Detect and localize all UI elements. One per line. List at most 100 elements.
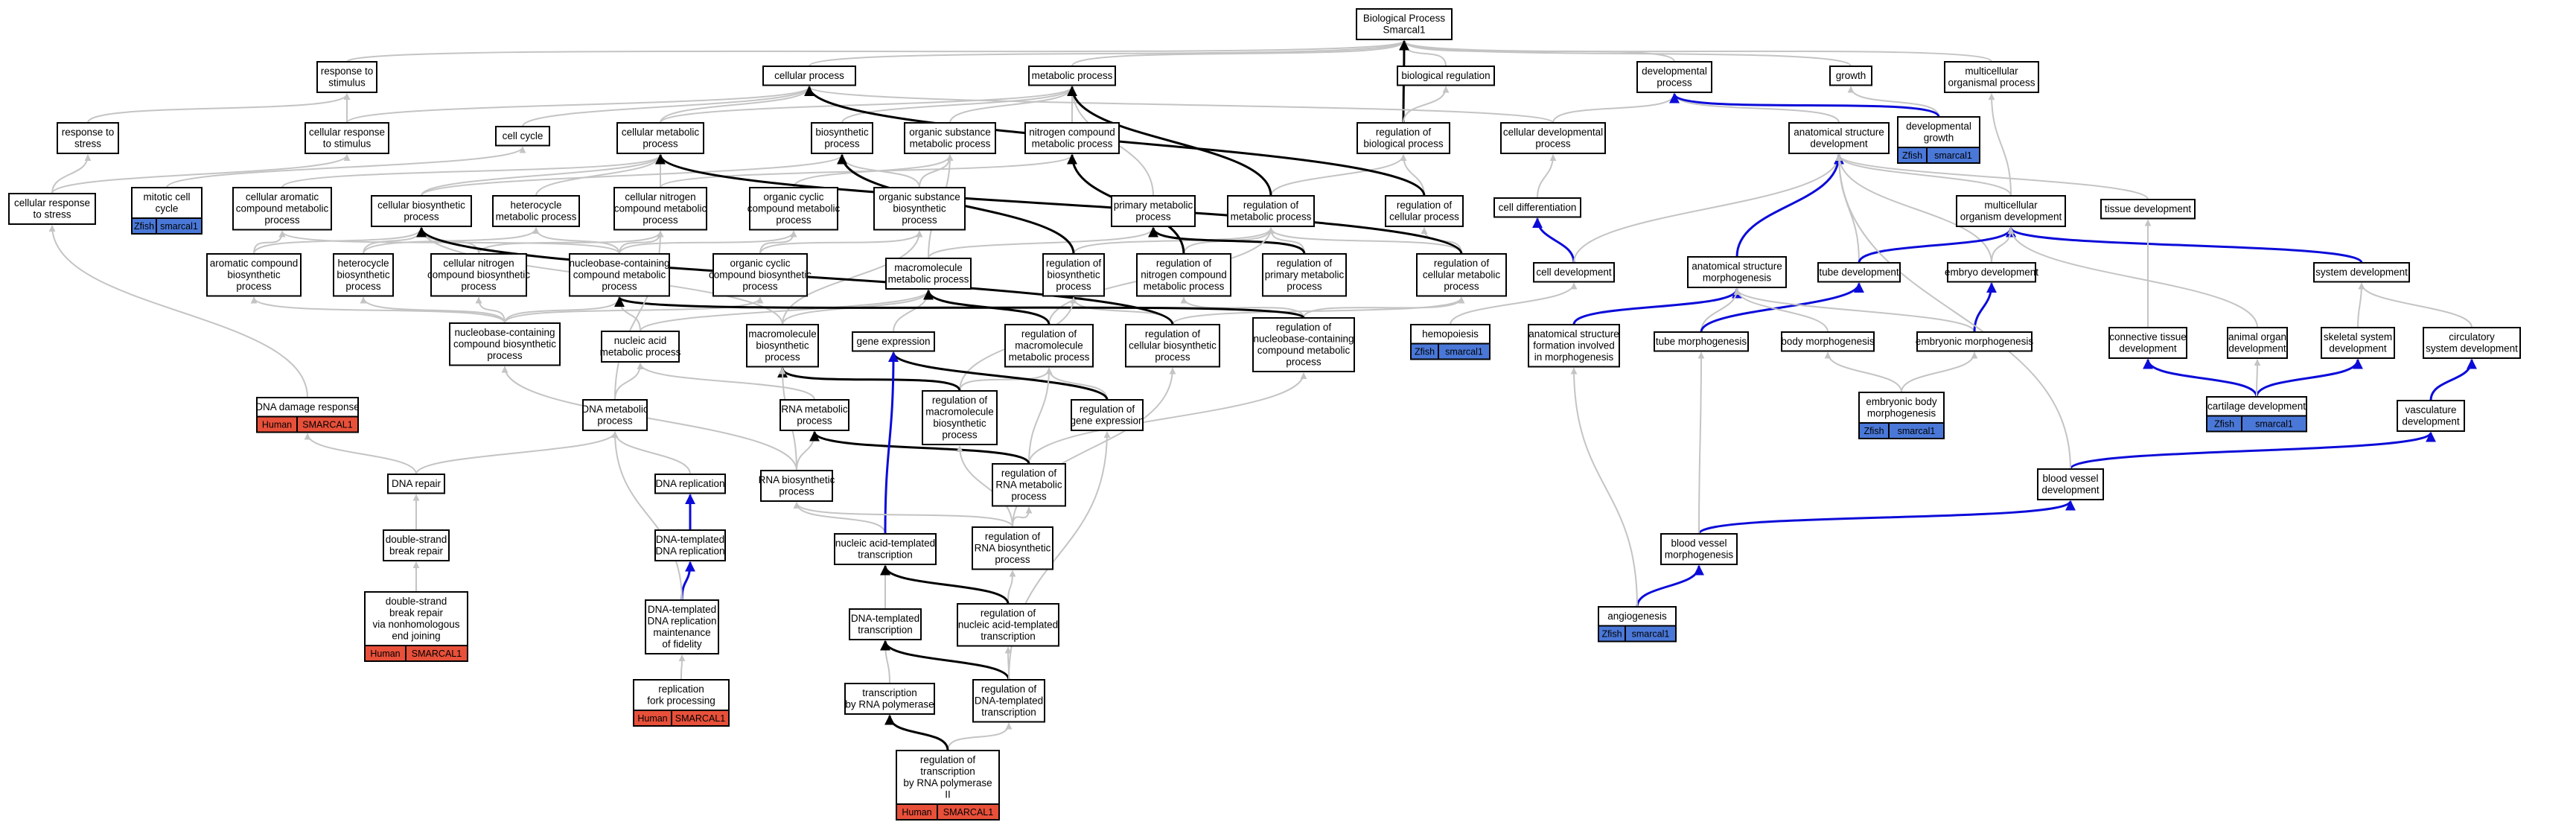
go-term-node[interactable]: metabolic process [1028,66,1116,86]
go-term-node[interactable]: cellular process [762,66,856,86]
go-term-node[interactable]: DNA replication [654,474,726,494]
node-label: replication [658,684,704,695]
go-term-node[interactable]: body morphogenesis [1781,331,1875,352]
go-term-node[interactable]: regulation ofmacromoleculebiosyntheticpr… [922,390,998,445]
go-term-node[interactable]: cell differentiation [1493,197,1581,218]
go-term-node[interactable]: embryonic morphogenesis [1916,331,2034,352]
node-label: cellular nitrogen [625,191,695,203]
go-term-node[interactable]: regulation ofnucleobase-containingcompou… [1252,317,1355,372]
is-a-edge [253,230,286,255]
node-box [1493,197,1581,218]
node-label: to stimulus [323,138,372,150]
go-term-node[interactable]: gene expression [852,331,935,352]
go-term-node[interactable]: embryo development [1945,262,2038,283]
is-a-edge [532,227,620,255]
go-term-node[interactable]: tube morphogenesis [1654,331,1749,352]
go-term-node[interactable]: system development [2313,262,2410,283]
go-term-node[interactable]: DNA repair [387,474,445,494]
go-term-node[interactable]: tube development [1817,262,1901,283]
node-label: organismal process [1948,77,2035,89]
go-term-node[interactable]: tissue development [2100,199,2196,220]
go-term-node[interactable]: biological regulation [1397,66,1495,86]
go-term-node[interactable]: cell cycle [495,126,550,147]
gene-label: smarcal1 [1934,150,1972,161]
go-term-node[interactable]: cell development [1533,262,1615,283]
is-a-edge [2143,358,2258,398]
go-term-node[interactable]: growth [1829,66,1872,86]
